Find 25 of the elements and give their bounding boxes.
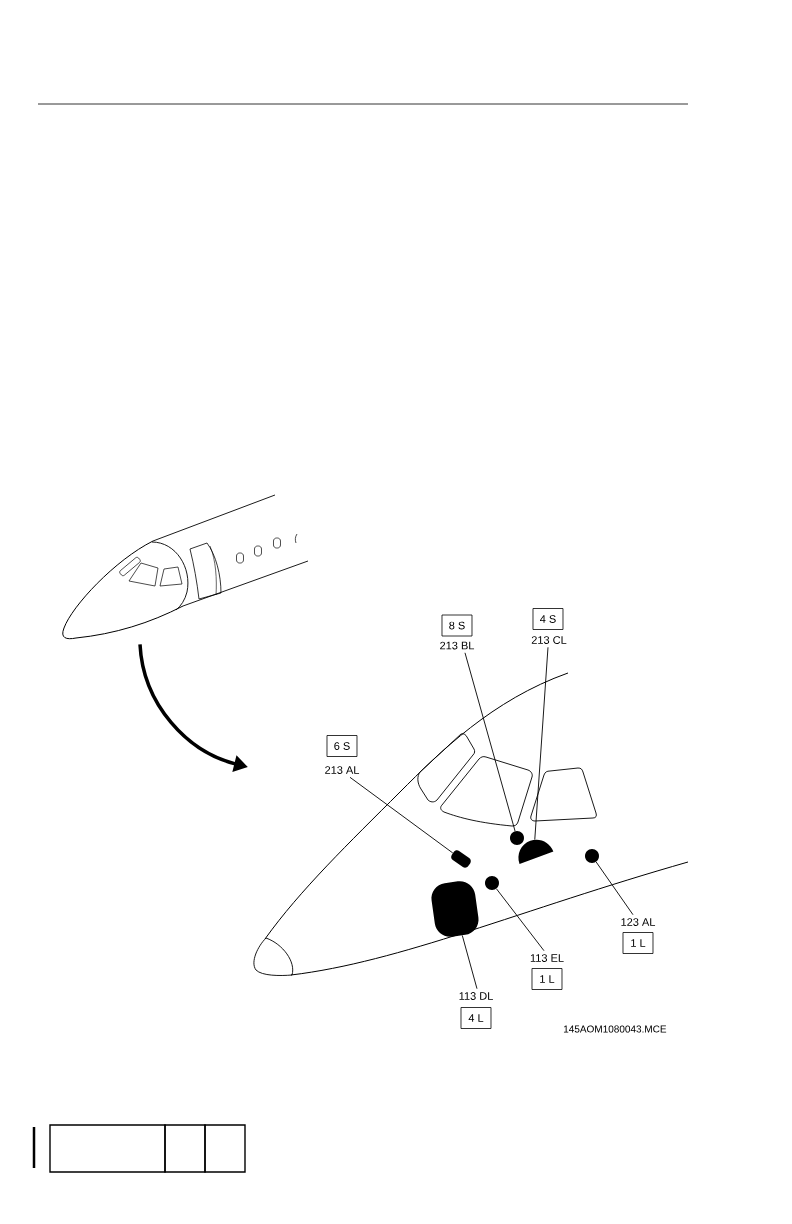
leader-line	[495, 888, 545, 952]
leader-line	[349, 776, 454, 854]
panel-number-box: 1 L	[531, 968, 563, 990]
panel-code: 123 AL	[621, 918, 656, 926]
panel-code: 213 CL	[531, 636, 567, 644]
file-number: 145AOM1080043.MCE	[563, 1025, 667, 1033]
panel-number-box: 4 L	[460, 1007, 492, 1029]
access-panel	[485, 876, 499, 890]
access-panel	[518, 839, 554, 864]
access-panel	[431, 881, 479, 937]
leader-line	[534, 646, 549, 841]
access-panel	[451, 850, 471, 868]
leader-line	[464, 652, 516, 832]
panel-number-box: 4 S	[532, 608, 564, 630]
panel-code: 113 DL	[459, 992, 493, 1000]
access-panel	[585, 849, 599, 863]
panel-code: 213 AL	[325, 766, 360, 774]
aircraft-nose-drawing	[253, 672, 689, 976]
access-panel	[510, 831, 524, 845]
leader-line	[461, 935, 478, 990]
panel-code: 113 EL	[530, 954, 564, 962]
leader-line	[595, 861, 634, 916]
panel-code: 213 BL	[440, 641, 475, 650]
airplane-drawing	[62, 494, 309, 640]
panel-number-box: 8 S	[441, 614, 473, 637]
